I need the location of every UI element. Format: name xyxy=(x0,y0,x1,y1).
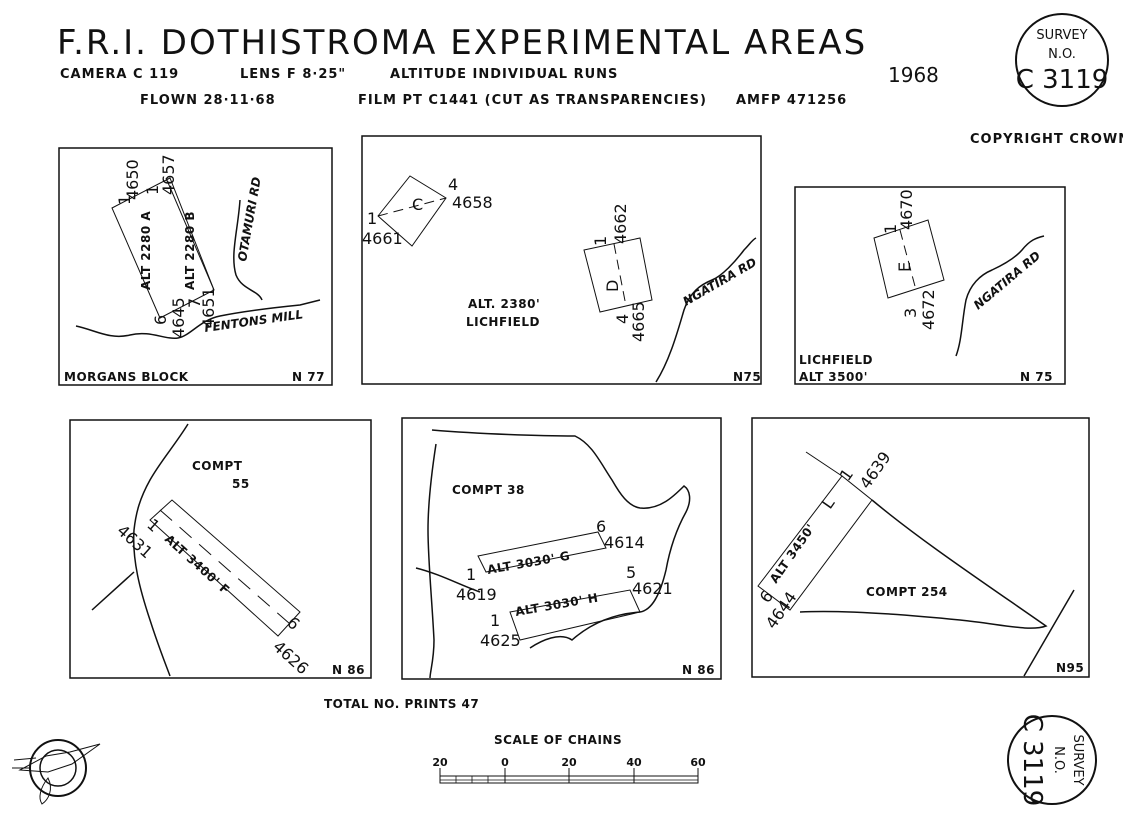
p6-n1: 1 xyxy=(836,465,857,484)
p2-alt: ALT. 2380' xyxy=(468,297,540,311)
p1-sheet: N 77 xyxy=(292,370,325,384)
scale-tick-3: 40 xyxy=(626,756,642,769)
p2-n4662: 4662 xyxy=(611,203,630,244)
panel-lichfield-3500: E 1 4670 3 4672 NGATIRA RD LICHFIELD ALT… xyxy=(794,186,1066,385)
p5-run-h: ALT 3030' H xyxy=(514,591,599,619)
p4-compt: COMPT xyxy=(192,459,243,473)
p6-run-l: L xyxy=(818,494,839,512)
p1-run-b: ALT 2280 B xyxy=(183,211,197,290)
p2-n1b: 1 xyxy=(591,236,610,246)
p1-n1: 1 xyxy=(115,195,134,205)
altitude-label: ALTITUDE INDIVIDUAL RUNS xyxy=(390,67,618,82)
scale-tick-1: 0 xyxy=(501,756,509,769)
p1-caption: MORGANS BLOCK xyxy=(64,370,189,384)
p2-n1: 1 xyxy=(367,209,377,228)
p4-compt-no: 55 xyxy=(232,477,250,491)
p5-n1: 1 xyxy=(466,565,476,584)
p3-road-ngatira: NGATIRA RD xyxy=(971,248,1043,312)
p2-n4: 4 xyxy=(448,175,458,194)
p5-n4619: 4619 xyxy=(456,585,497,604)
p3-n4672: 4672 xyxy=(919,289,938,330)
copyright-label: COPYRIGHT CROWN xyxy=(970,132,1123,147)
panel-compt-55: ALT 3400' F 1 4631 6 4626 COMPT 55 N 86 xyxy=(69,419,372,679)
nz-aerial-mapping-logo xyxy=(12,739,101,805)
stamp-bottom-line3: C 3119 xyxy=(1017,714,1047,807)
p1-n4651: 4651 xyxy=(199,287,218,328)
p1-n4645: 4645 xyxy=(169,297,188,338)
p3-place: LICHFIELD xyxy=(799,353,873,367)
scale-title: SCALE OF CHAINS xyxy=(494,733,622,747)
p4-n4626: 4626 xyxy=(269,637,312,678)
stamp-bottom-line1: SURVEY xyxy=(1070,734,1085,785)
p2-n4658: 4658 xyxy=(452,193,493,212)
p1-n4657: 4657 xyxy=(159,154,178,195)
p5-n4614: 4614 xyxy=(604,533,645,552)
p6-run: ALT 3450' xyxy=(767,521,818,585)
p1-n6: 6 xyxy=(151,315,170,325)
flown-label: FLOWN 28·11·68 xyxy=(140,93,276,108)
p1-n1b: 1 xyxy=(143,185,162,195)
p5-n4625: 4625 xyxy=(480,631,521,650)
stamp-bottom-line2: N.O. xyxy=(1051,746,1066,774)
total-prints: TOTAL NO. PRINTS 47 xyxy=(324,697,479,711)
p1-n7: 7 xyxy=(185,298,204,308)
camera-label: CAMERA C 119 xyxy=(60,67,179,82)
p2-n4b: 4 xyxy=(613,314,632,324)
p5-n4621: 4621 xyxy=(632,579,673,598)
p2-n4665: 4665 xyxy=(629,301,648,342)
lens-label: LENS F 8·25" xyxy=(240,67,346,82)
p5-n1b: 1 xyxy=(490,611,500,630)
p6-compt: COMPT 254 xyxy=(866,585,948,599)
p1-n4650: 4650 xyxy=(123,159,142,200)
p1-road-fentons: FENTONS MILL xyxy=(203,307,303,335)
survey-stamp-top: SURVEY N.O. C 3119 xyxy=(1015,13,1109,107)
p3-alt: ALT 3500' xyxy=(799,370,868,384)
panel-compt-254: ALT 3450' L 1 4639 6 4644 COMPT 254 N95 xyxy=(751,417,1090,678)
page-title: F.R.I. DOTHISTROMA EXPERIMENTAL AREAS xyxy=(57,23,867,63)
scale-tick-2: 20 xyxy=(561,756,577,769)
p4-sheet: N 86 xyxy=(332,663,365,677)
p3-n4670: 4670 xyxy=(897,189,916,230)
scale-tick-4: 60 xyxy=(690,756,706,769)
p5-compt: COMPT 38 xyxy=(452,483,525,497)
scale-bar: SCALE OF CHAINS 20 0 20 40 60 xyxy=(432,733,706,784)
p3-n3: 3 xyxy=(901,308,920,318)
stamp-top-line2: N.O. xyxy=(1048,47,1076,62)
p3-n1: 1 xyxy=(881,224,900,234)
p3-run-e: E xyxy=(895,262,914,272)
p2-n4661: 4661 xyxy=(362,229,403,248)
panel-lichfield-2380: C 4 4658 1 4661 D 1 4662 4 4665 NGATIRA … xyxy=(361,135,762,385)
p1-road-otamuri: OTAMURI RD xyxy=(235,176,264,263)
p4-n1: 1 xyxy=(143,515,163,536)
panel-compt-38: ALT 3030' G ALT 3030' H 6 4614 1 4619 5 … xyxy=(401,417,722,680)
p5-run-g: ALT 3030' G xyxy=(486,549,571,577)
p3-sheet: N 75 xyxy=(1020,370,1053,384)
p2-run-c: C xyxy=(412,195,423,214)
p2-place: LICHFIELD xyxy=(466,315,540,329)
film-label: FILM PT C1441 (CUT AS TRANSPARENCIES) xyxy=(358,93,707,108)
p5-n5: 5 xyxy=(626,563,636,582)
p2-sheet: N75 xyxy=(733,370,761,384)
p6-n4639: 4639 xyxy=(856,448,895,492)
p1-run-a: ALT 2280 A xyxy=(139,211,153,290)
stamp-top-line3: C 3119 xyxy=(1016,65,1109,95)
survey-stamp-bottom: SURVEY N.O. C 3119 xyxy=(1007,714,1097,807)
scale-tick-0: 20 xyxy=(432,756,448,769)
year-label: 1968 xyxy=(888,63,939,87)
p2-road-ngatira: NGATIRA RD xyxy=(681,255,760,308)
p2-run-d: D xyxy=(603,280,622,292)
p6-sheet: N95 xyxy=(1056,661,1084,675)
amfp-label: AMFP 471256 xyxy=(736,93,847,108)
p5-sheet: N 86 xyxy=(682,663,715,677)
panel-morgans-block: ALT 2280 A ALT 2280 B 1 4650 1 4657 6 46… xyxy=(58,147,333,386)
p5-n6: 6 xyxy=(596,517,606,536)
p4-n6: 6 xyxy=(283,613,303,634)
stamp-top-line1: SURVEY xyxy=(1036,28,1087,43)
